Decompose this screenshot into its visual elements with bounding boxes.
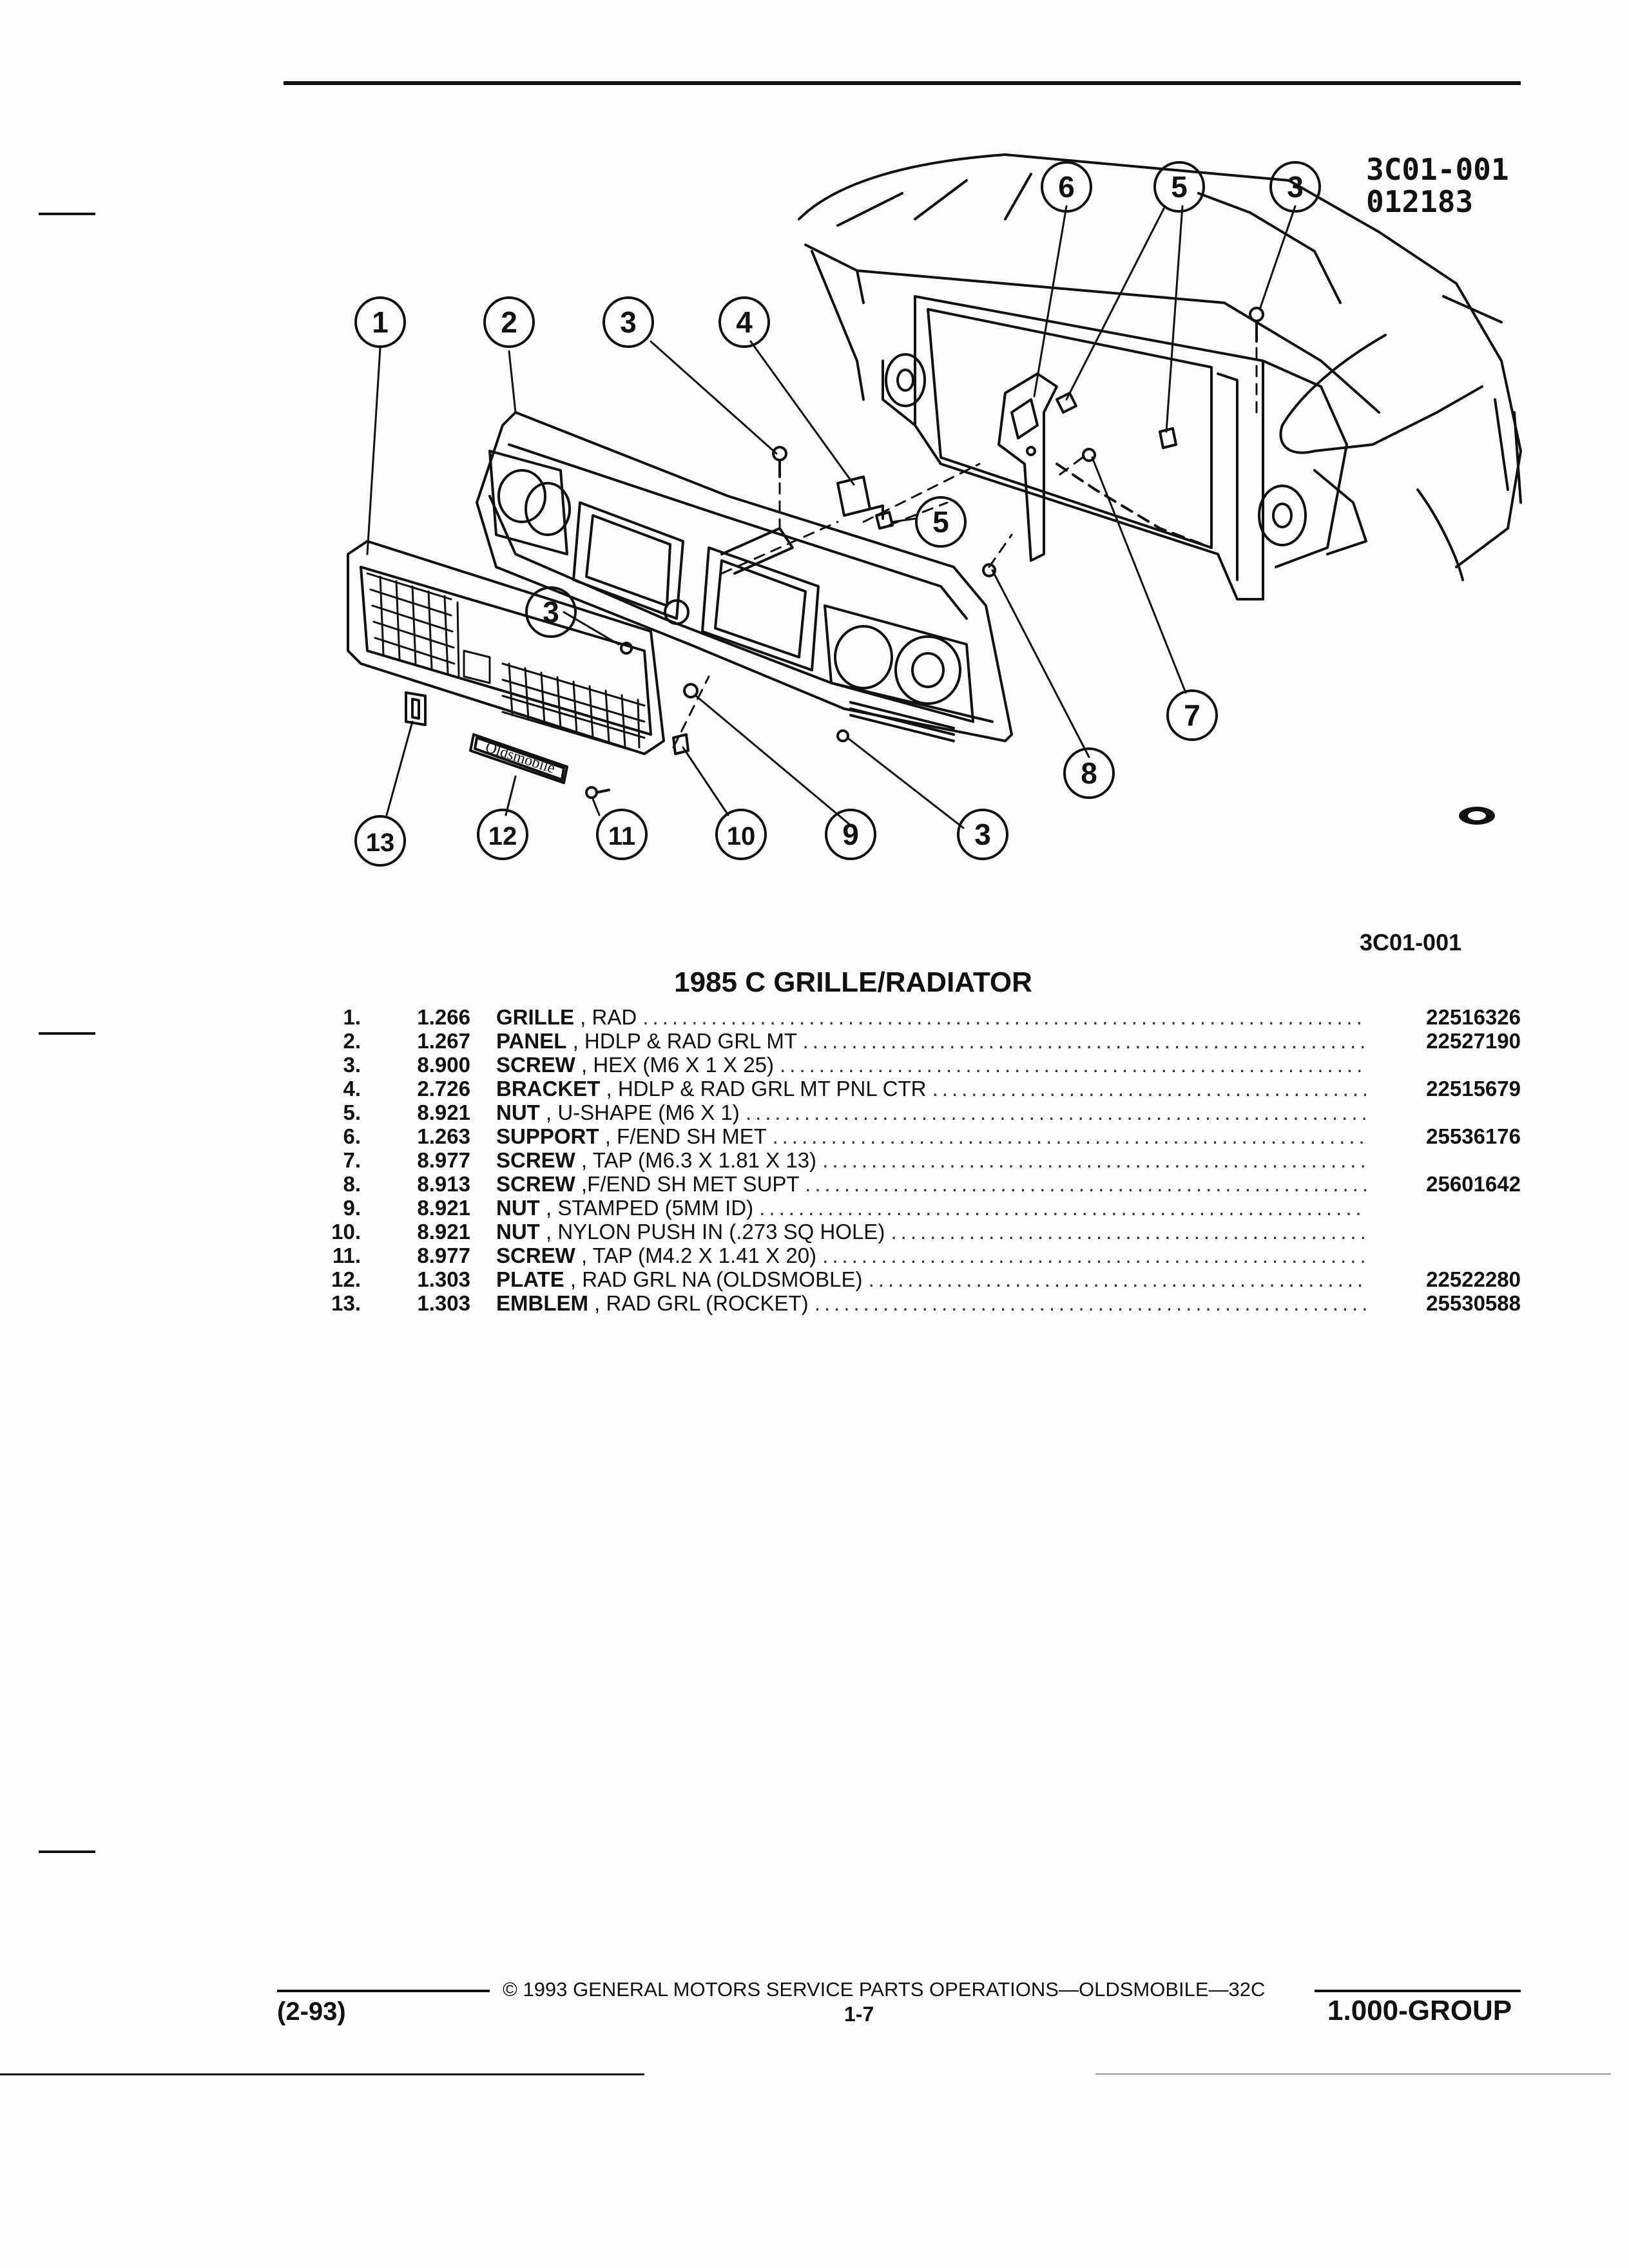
callout-13: 13 (366, 829, 395, 857)
figure-ref: 3C01-001 (1360, 929, 1462, 956)
callout-5a: 5 (932, 505, 949, 539)
ref-code-2: 012183 (1366, 184, 1474, 219)
callout-4: 4 (736, 305, 753, 339)
radiator-grille (347, 540, 665, 755)
footer-rule-right (1315, 1990, 1521, 1992)
bottom-rule (0, 2073, 644, 2075)
ref-code-1: 3C01-001 (1366, 152, 1509, 187)
nameplate-text: Oldsmobile (483, 739, 557, 777)
nuts-on-support (982, 307, 1264, 577)
copyright-notice: © 1993 GENERAL MOTORS SERVICE PARTS OPER… (503, 1978, 1266, 2001)
group-label: 1.000-GROUP (1327, 1995, 1512, 2026)
gm-mark-icon (1459, 807, 1495, 825)
footer-rule-left (277, 1990, 490, 1992)
callout-3d: 3 (543, 595, 559, 629)
callout-3c: 3 (974, 818, 991, 851)
callout-10: 10 (727, 822, 756, 850)
callout-11: 11 (608, 822, 635, 850)
callout-9: 9 (842, 818, 859, 851)
section-title: 1985 C GRILLE/RADIATOR (674, 966, 1032, 998)
header-rule (284, 81, 1521, 85)
callout-5b: 5 (1171, 170, 1188, 204)
support-bracket (998, 372, 1058, 562)
callout-1: 1 (372, 305, 389, 339)
car-body-outline (798, 153, 1522, 581)
callout-12: 12 (488, 822, 517, 850)
headlamp-panel (476, 411, 1013, 742)
callout-3a: 3 (620, 305, 637, 339)
revision-date: (2-93) (277, 1997, 346, 2026)
center-bracket (836, 476, 894, 530)
leader-lines (366, 205, 1296, 829)
callout-3b: 3 (1287, 170, 1304, 204)
exploded-diagram: 1 2 3 4 5 6 5 3 7 8 9 3 10 11 12 13 3 Ol… (347, 153, 1522, 867)
rocket-emblem (405, 691, 427, 726)
diagram-ref-codes: 3C01-001 012183 (1366, 153, 1509, 218)
fasteners (585, 446, 849, 799)
nameplate (469, 733, 568, 784)
callout-6: 6 (1058, 170, 1075, 204)
page-number: 1-7 (844, 2003, 874, 2026)
radiator-support (882, 295, 1367, 601)
callout-2: 2 (501, 305, 517, 339)
callout-7: 7 (1184, 698, 1200, 732)
bottom-rule-2 (1095, 2073, 1611, 2075)
callout-circles (354, 161, 1321, 867)
margin-mark (39, 213, 95, 215)
margin-mark (39, 1032, 95, 1035)
callout-8: 8 (1081, 756, 1097, 790)
margin-mark (39, 1850, 95, 1853)
assembly-lines (672, 347, 1258, 749)
